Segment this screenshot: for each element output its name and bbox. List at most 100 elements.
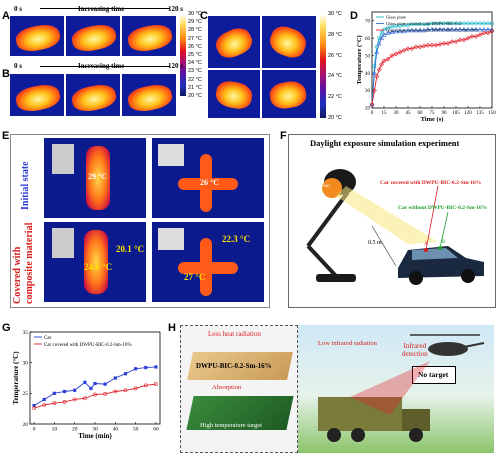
data-point (433, 26, 439, 32)
data-point (133, 386, 138, 391)
x-tick-label: 150 (488, 111, 496, 116)
material-label: DWPU-BIC-0.2-Sm-16% (196, 362, 272, 370)
panel-letter-a: A (2, 10, 10, 22)
data-point (485, 30, 491, 36)
row-label-covered: Covered with composite material (12, 222, 35, 304)
data-point (397, 28, 403, 34)
plane-heat-wings (178, 178, 238, 190)
y-tick-label: 35 (23, 330, 29, 336)
plane-photo (158, 144, 184, 166)
thermal-image-b3 (122, 74, 176, 116)
data-point (429, 26, 435, 32)
panel-a-time-start: 0 s (14, 5, 22, 13)
thermal-image-b2 (66, 74, 120, 116)
x-tick-label: 15 (382, 111, 388, 116)
data-point (466, 21, 470, 26)
data-point (154, 365, 158, 369)
thermal-image-a2 (66, 16, 120, 56)
data-point (381, 32, 387, 37)
label-car-without: Car without DWPU-BIC-0.2-Sm-16% (398, 205, 488, 211)
thermal-image-c1 (208, 16, 260, 68)
light-beam (336, 186, 438, 244)
x-tick-label: 90 (442, 111, 448, 116)
data-point (473, 26, 479, 32)
leader-line-a (425, 185, 439, 251)
data-point (421, 43, 427, 49)
data-point (486, 21, 490, 26)
data-point (461, 26, 467, 32)
distance-line (371, 225, 397, 267)
data-point (398, 24, 402, 28)
ir-detect-label: Infrared detection (402, 342, 428, 358)
hand-shape (268, 79, 308, 111)
x-tick-label: 0 (371, 111, 374, 116)
panel-letter-c: C (200, 10, 208, 22)
series-line (33, 366, 156, 406)
thermal-image-c2 (262, 16, 316, 68)
data-point (393, 28, 399, 34)
data-point (376, 40, 382, 46)
data-point (371, 70, 377, 75)
data-point (93, 381, 97, 386)
data-point (449, 26, 455, 32)
colorbar-tick-label: 29 °C (188, 19, 202, 26)
temp-label: 24.6 °C (84, 262, 113, 272)
data-point (445, 26, 451, 32)
hand-shape (266, 22, 310, 62)
data-point (421, 27, 427, 33)
colorbar-tick-label: 21 °C (188, 84, 202, 91)
data-point (441, 40, 447, 46)
data-point (390, 24, 394, 29)
colorbar-tick-label: 30 °C (328, 11, 342, 17)
absorption-label: Absorption (212, 384, 242, 391)
data-point (437, 26, 443, 32)
data-point (422, 22, 426, 27)
data-point (469, 34, 475, 39)
panel-letter-b: B (2, 68, 10, 80)
ir-detection-beam (350, 361, 430, 415)
car-icon (398, 246, 484, 285)
x-tick-label: 40 (113, 427, 119, 433)
desk-lamp-icon (306, 169, 356, 282)
data-point (374, 74, 380, 80)
data-point (465, 35, 471, 41)
data-point (414, 22, 418, 27)
military-truck-icon (318, 397, 430, 442)
y-axis-label: Temperature (°C) (12, 351, 20, 405)
hand-shape (13, 21, 63, 55)
colorbar-a (180, 14, 186, 96)
panel-b-time-start: 0 s (14, 62, 22, 70)
data-point (469, 26, 475, 32)
data-point (52, 391, 56, 395)
data-point (42, 403, 47, 407)
data-point (470, 21, 474, 26)
y-tick-label: 20 (365, 107, 371, 112)
data-point (417, 44, 423, 50)
data-point (462, 21, 466, 26)
data-point (93, 392, 97, 397)
data-point (433, 42, 439, 48)
data-point (473, 34, 479, 39)
leader-line-b (439, 211, 449, 249)
x-tick-label: 75 (430, 111, 436, 116)
panel-letter-f: F (280, 130, 287, 142)
colorbar-tick-label: 22 °C (188, 76, 202, 83)
panel-letter-g: G (2, 322, 11, 334)
data-point (389, 29, 395, 34)
y-tick-label: 60 (365, 37, 371, 42)
time-arrow-line-b (40, 66, 170, 67)
data-point (406, 23, 410, 27)
x-tick-label: 0 (33, 427, 36, 433)
data-point (89, 386, 93, 391)
data-point (401, 28, 407, 34)
x-axis-label: Time (s) (421, 116, 444, 123)
data-point (489, 28, 495, 34)
data-point (449, 39, 455, 45)
data-point (453, 26, 459, 32)
legend-label: Car (44, 336, 52, 341)
ir-image-figure-initial: 29 °C (44, 138, 146, 218)
data-point (430, 21, 434, 26)
colorbar-tick-label: 26 °C (188, 43, 202, 50)
hand-shape (13, 81, 63, 115)
data-point (374, 49, 380, 55)
